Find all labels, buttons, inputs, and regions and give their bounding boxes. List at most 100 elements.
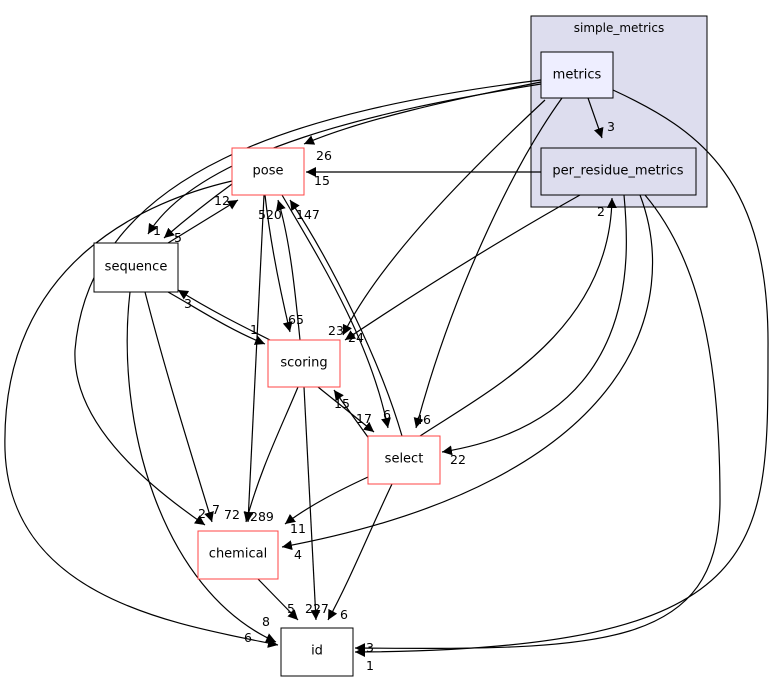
- edge-line: [419, 197, 617, 437]
- edge-sequence-to-pose[interactable]: 12: [167, 193, 239, 244]
- edge-metrics-to-scoring[interactable]: 23: [328, 99, 546, 338]
- edge-label[interactable]: 17: [356, 411, 372, 426]
- edge-line: [342, 99, 546, 336]
- edge-scoring-to-chemical[interactable]: 289: [243, 386, 299, 524]
- edge-metrics-to-pose[interactable]: 26: [303, 81, 542, 163]
- edge-per-residue-metrics-to-id[interactable]: 3: [354, 194, 721, 655]
- node-id[interactable]: id: [280, 627, 354, 677]
- edge-label[interactable]: 227: [305, 601, 329, 616]
- edge-line: [317, 386, 375, 433]
- cluster-label: simple_metrics: [574, 21, 665, 35]
- node-label: scoring: [280, 356, 327, 371]
- edge-label[interactable]: 520: [258, 207, 282, 222]
- edge-line: [4, 180, 279, 648]
- edge-label[interactable]: 65: [288, 312, 304, 327]
- node-label: id: [311, 644, 323, 659]
- edge-per-residue-metrics-to-select[interactable]: 22: [441, 194, 627, 467]
- edge-line: [289, 199, 403, 437]
- edge-label[interactable]: 289: [250, 509, 274, 524]
- edge-select-to-pose[interactable]: 147: [289, 199, 403, 437]
- edge-pose-to-id[interactable]: 6: [4, 180, 279, 648]
- edge-select-to-chemical[interactable]: 11: [284, 476, 369, 536]
- edge-label[interactable]: 1: [153, 223, 161, 238]
- edge-line: [243, 194, 265, 523]
- edge-label[interactable]: 1: [366, 658, 374, 673]
- edge-line: [327, 483, 393, 621]
- edge-label[interactable]: 147: [296, 207, 320, 222]
- edge-line: [147, 83, 542, 235]
- edge-label[interactable]: 4: [294, 547, 302, 562]
- edge-label[interactable]: 3: [184, 296, 192, 311]
- edge-label[interactable]: 6: [383, 407, 391, 422]
- edge-sequence-to-id[interactable]: 8: [126, 291, 277, 643]
- node-pose[interactable]: pose: [231, 147, 305, 196]
- node-sequence[interactable]: sequence: [93, 242, 179, 293]
- edge-label[interactable]: 15: [334, 396, 350, 411]
- edge-label[interactable]: 11: [290, 521, 306, 536]
- edge-metrics-to-select[interactable]: 46: [413, 97, 563, 429]
- edge-line: [257, 578, 299, 621]
- edge-pose-to-scoring[interactable]: 65: [264, 194, 304, 333]
- edge-line: [333, 389, 371, 441]
- edge-line: [243, 386, 299, 523]
- edge-chemical-to-id[interactable]: 5: [257, 578, 299, 621]
- node-scoring[interactable]: scoring: [267, 339, 341, 388]
- edge-line: [587, 97, 604, 139]
- edge-line: [281, 194, 391, 429]
- edge-label[interactable]: 1: [250, 322, 258, 337]
- edge-select-to-scoring[interactable]: 15: [333, 389, 371, 441]
- edge-sequence-to-chemical[interactable]: 7: [144, 291, 220, 523]
- edge-label[interactable]: 8: [262, 614, 270, 629]
- node-metrics[interactable]: metrics: [540, 51, 614, 99]
- edge-select-to-per-residue-metrics[interactable]: 2: [419, 197, 617, 437]
- edge-pose-to-select[interactable]: 6: [281, 194, 391, 429]
- edge-scoring-to-id[interactable]: 227: [303, 386, 329, 621]
- edge-label[interactable]: 3: [607, 119, 615, 134]
- edge-scoring-to-select[interactable]: 17: [317, 386, 375, 433]
- edge-per-residue-metrics-to-chemical[interactable]: 4: [281, 194, 654, 562]
- edge-label[interactable]: 7: [212, 502, 220, 517]
- edge-scoring-to-pose[interactable]: 520: [258, 199, 301, 341]
- edge-label[interactable]: 22: [450, 452, 466, 467]
- node-label: per_residue_metrics: [552, 164, 683, 179]
- edge-scoring-to-sequence[interactable]: 3: [177, 289, 271, 341]
- edge-line: [126, 291, 277, 643]
- node-per-residue-metrics[interactable]: per_residue_metrics: [540, 147, 697, 196]
- edge-sequence-to-scoring[interactable]: 1: [167, 291, 266, 345]
- edge-select-to-id[interactable]: 6: [327, 483, 393, 622]
- edge-line: [276, 199, 301, 341]
- edge-line: [413, 97, 563, 429]
- edge-label[interactable]: 46: [415, 412, 431, 427]
- edge-line: [441, 194, 627, 456]
- edge-label[interactable]: 5: [287, 601, 295, 616]
- edge-line: [303, 386, 321, 621]
- edge-per-residue-metrics-to-pose[interactable]: 15: [306, 167, 541, 188]
- edge-label[interactable]: 3: [366, 640, 374, 655]
- edge-label[interactable]: 6: [244, 630, 252, 645]
- node-chemical[interactable]: chemical: [197, 530, 279, 580]
- node-label: metrics: [553, 68, 602, 83]
- edge-metrics-to-sequence[interactable]: 1: [147, 83, 542, 238]
- edge-line: [144, 291, 214, 523]
- node-label: pose: [253, 164, 284, 179]
- edge-line: [354, 194, 721, 654]
- edge-pose-to-chemical[interactable]: 72: [224, 194, 265, 523]
- edge-label[interactable]: 2: [198, 506, 206, 521]
- edge-label[interactable]: 12: [214, 193, 230, 208]
- edge-label[interactable]: 2: [597, 204, 605, 219]
- edge-line: [167, 199, 239, 244]
- node-select[interactable]: select: [367, 435, 441, 485]
- edge-label[interactable]: 72: [224, 507, 240, 522]
- edge-line: [284, 476, 369, 525]
- edge-per-residue-metrics-to-scoring[interactable]: 24: [344, 194, 581, 345]
- edge-label[interactable]: 6: [340, 607, 348, 622]
- edge-metrics-to-per-residue-metrics[interactable]: 3: [587, 97, 615, 139]
- edge-label[interactable]: 15: [314, 173, 330, 188]
- edge-line: [344, 194, 581, 341]
- edge-line: [264, 194, 293, 333]
- edge-label[interactable]: 24: [348, 330, 364, 345]
- edge-label[interactable]: 26: [316, 148, 332, 163]
- edge-label[interactable]: 23: [328, 323, 344, 338]
- edge-metrics-to-id[interactable]: 1: [354, 89, 769, 673]
